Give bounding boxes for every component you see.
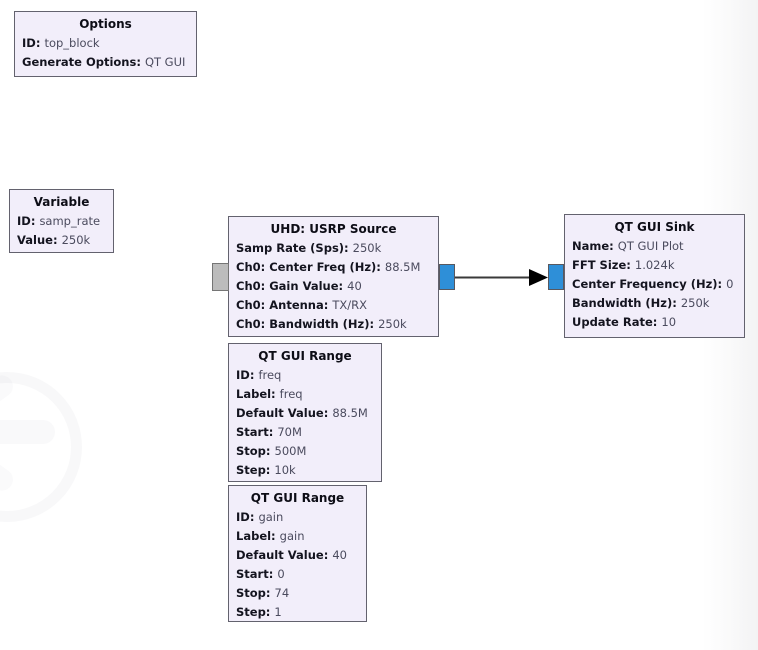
block-options[interactable]: Options ID:top_block Generate Options:QT… [14, 11, 197, 77]
block-qt-gui-range-freq[interactable]: QT GUI Range ID:freq Label:freq Default … [228, 343, 382, 482]
param-row: Center Frequency (Hz):0 [572, 277, 734, 291]
param-row: Ch0: Center Freq (Hz):88.5M [236, 260, 421, 274]
param-row: Generate Options:QT GUI [22, 55, 186, 69]
param-row: Bandwidth (Hz):250k [572, 296, 710, 310]
param-row: Stop:500M [236, 444, 307, 458]
param-row: Ch0: Antenna:TX/RX [236, 298, 368, 312]
block-qt-gui-range-gain[interactable]: QT GUI Range ID:gain Label:gain Default … [228, 485, 367, 622]
gnuradio-watermark-icon [0, 451, 18, 495]
param-row: Step:1 [236, 605, 282, 619]
param-row: Ch0: Bandwidth (Hz):250k [236, 317, 407, 331]
block-uhd-usrp-source[interactable]: UHD: USRP Source Samp Rate (Sps):250k Ch… [228, 216, 439, 337]
param-row: ID:samp_rate [17, 214, 101, 228]
block-title: Options [79, 17, 132, 31]
param-row: Default Value:40 [236, 548, 347, 562]
param-row: Step:10k [236, 463, 296, 477]
param-row: Update Rate:10 [572, 315, 677, 329]
sink-input-port[interactable] [548, 264, 564, 290]
param-row: ID:freq [236, 368, 282, 382]
block-title: QT GUI Range [250, 491, 345, 505]
param-row: FFT Size:1.024k [572, 258, 675, 272]
param-row: Stop:74 [236, 586, 290, 600]
block-title: UHD: USRP Source [270, 222, 397, 236]
param-row: Value:250k [17, 233, 91, 247]
gnuradio-watermark-icon [0, 371, 18, 415]
connection-arrow-icon [529, 269, 548, 286]
block-variable-samp-rate[interactable]: Variable ID:samp_rate Value:250k [9, 189, 114, 253]
block-title: Variable [33, 195, 90, 209]
param-row: ID:gain [236, 510, 284, 524]
usrp-command-port[interactable] [212, 263, 229, 291]
gnuradio-watermark-icon [0, 420, 55, 444]
param-row: Ch0: Gain Value:40 [236, 279, 362, 293]
param-row: Start:70M [236, 425, 302, 439]
block-qt-gui-sink[interactable]: QT GUI Sink Name:QT GUI Plot FFT Size:1.… [564, 214, 745, 338]
block-title: QT GUI Sink [614, 220, 695, 234]
param-row: Default Value:88.5M [236, 406, 368, 420]
usrp-output-port[interactable] [439, 264, 455, 290]
param-row: Name:QT GUI Plot [572, 239, 684, 253]
connection-usrp-to-sink[interactable] [455, 267, 549, 288]
param-row: ID:top_block [22, 36, 100, 50]
param-row: Label:freq [236, 387, 303, 401]
param-row: Label:gain [236, 529, 305, 543]
param-row: Samp Rate (Sps):250k [236, 241, 382, 255]
param-row: Start:0 [236, 567, 285, 581]
gnuradio-watermark-icon [0, 372, 82, 522]
block-title: QT GUI Range [258, 349, 352, 363]
